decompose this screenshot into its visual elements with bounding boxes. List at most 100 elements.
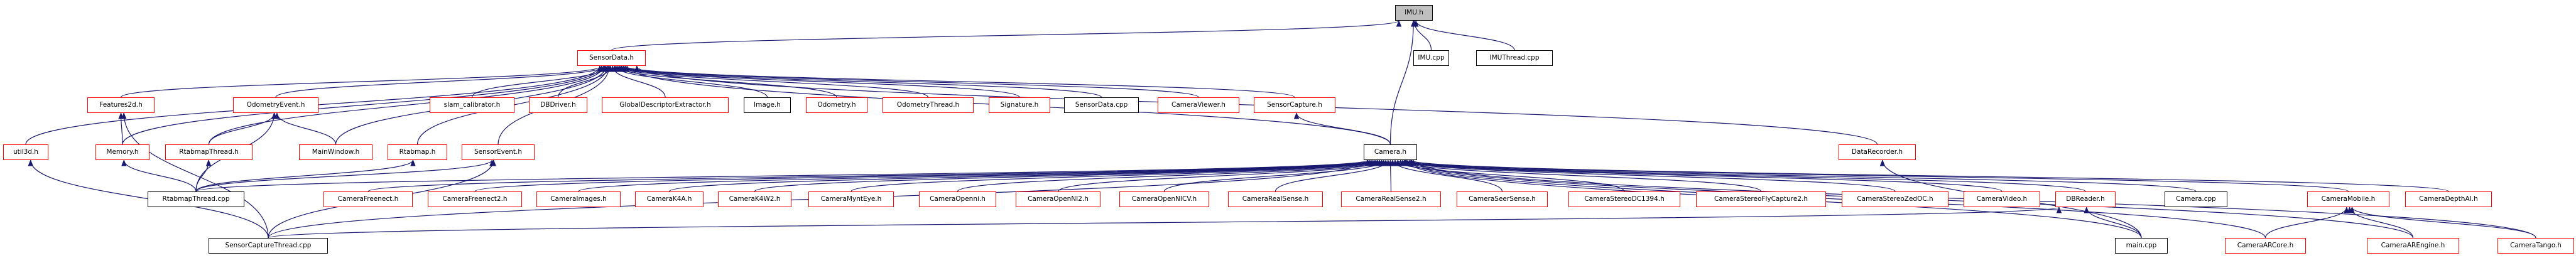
node-label: CameraFreenect.h [337, 195, 399, 203]
edge-cameramynteye-h-to-camera-h [851, 159, 1383, 192]
node-odometryevent-h[interactable]: OdometryEvent.h [233, 97, 318, 113]
node-label: MainWindow.h [312, 148, 360, 156]
node-features2d-h[interactable]: Features2d.h [87, 97, 155, 113]
edge-cameraviewer-h-to-sensordata-h [621, 65, 1199, 98]
node-camerastereozedoc-h[interactable]: CameraStereoZedOC.h [1842, 191, 1948, 207]
edge-cameravideo-h-to-camera-h [1400, 159, 2003, 192]
node-sensordata-cpp[interactable]: SensorData.cpp [1064, 97, 1139, 113]
node-label: OdometryThread.h [896, 101, 960, 109]
edge-imuthread-cpp-to-imu-h [1413, 19, 1515, 51]
node-label: CameraAREngine.h [2381, 242, 2445, 249]
node-label: slam_calibrator.h [443, 101, 501, 109]
node-datarecorder-h[interactable]: DataRecorder.h [1839, 144, 1916, 160]
edge-signature-h-to-sensordata-h [617, 65, 1020, 98]
node-imu-h: IMU.h [1395, 5, 1433, 21]
node-label: RtabmapThread.h [179, 148, 239, 156]
node-signature-h[interactable]: Signature.h [989, 97, 1050, 113]
node-label: CameraK4A.h [646, 195, 692, 203]
node-label: DBReader.h [2066, 195, 2105, 203]
node-label: Camera.cpp [2176, 195, 2216, 203]
node-cameraarengine-h[interactable]: CameraAREngine.h [2367, 238, 2459, 254]
edge-cameraopenni2-h-to-camera-h [1057, 159, 1387, 192]
node-dbdriver-h[interactable]: DBDriver.h [529, 97, 587, 113]
node-rtabmapthread-h[interactable]: RtabmapThread.h [165, 144, 253, 160]
node-imu-cpp[interactable]: IMU.cpp [1413, 50, 1449, 66]
node-label: SensorData.cpp [1075, 101, 1128, 109]
node-cameraseersense-h[interactable]: CameraSeerSense.h [1457, 191, 1548, 207]
edge-cameraopenni-h-to-camera-h [957, 159, 1384, 192]
node-rtabmap-h[interactable]: Rtabmap.h [388, 144, 447, 160]
node-cameramobile-h[interactable]: CameraMobile.h [2307, 191, 2389, 207]
node-cameraopenni-h[interactable]: CameraOpenni.h [919, 191, 996, 207]
node-label: Rtabmap.h [399, 148, 436, 156]
node-sensordata-h[interactable]: SensorData.h [577, 50, 646, 66]
node-cameraviewer-h[interactable]: CameraViewer.h [1158, 97, 1239, 113]
edge-camerastereozedoc-h-to-camera-h [1398, 159, 1896, 192]
node-label: OdometryEvent.h [246, 101, 305, 109]
node-memory-h[interactable]: Memory.h [95, 144, 149, 160]
node-sensorevent-h[interactable]: SensorEvent.h [462, 144, 535, 160]
node-label: Features2d.h [99, 101, 143, 109]
node-label: CameraOpenni.h [930, 195, 986, 203]
node-camerarealsense2-h[interactable]: CameraRealSense2.h [1341, 191, 1441, 207]
node-camerarealsense-h[interactable]: CameraRealSense.h [1228, 191, 1323, 207]
edge-cameramobile-h-to-camera-h [1407, 159, 2349, 192]
node-cameramynteye-h[interactable]: CameraMyntEye.h [808, 191, 894, 207]
node-label: main.cpp [2126, 242, 2157, 249]
node-label: CameraViewer.h [1171, 101, 1226, 109]
edge-features2d-h-to-sensordata-h [120, 65, 604, 98]
edge-camera-h-to-sensorcapture-h [1293, 112, 1391, 145]
edge-sensorcapture-h-to-sensordata-h [622, 65, 1295, 98]
node-label: DBDriver.h [540, 101, 576, 109]
edge-camerak4w2-h-to-camera-h [754, 159, 1381, 192]
node-camera-cpp[interactable]: Camera.cpp [2165, 191, 2227, 207]
node-cameraimages-h[interactable]: CameraImages.h [536, 191, 621, 207]
node-cameravideo-h[interactable]: CameraVideo.h [1964, 191, 2040, 207]
node-camerafreenect-h[interactable]: CameraFreenect.h [323, 191, 413, 207]
node-camerafreenect2-h[interactable]: CameraFreenect2.h [428, 191, 522, 207]
node-label: CameraARCore.h [2237, 242, 2294, 249]
node-dbreader-h[interactable]: DBReader.h [2055, 191, 2116, 207]
node-sensorcapturethread-cpp[interactable]: SensorCaptureThread.cpp [209, 238, 328, 254]
node-cameratango-h[interactable]: CameraTango.h [2497, 238, 2574, 254]
node-cameraarcore-h[interactable]: CameraARCore.h [2225, 238, 2306, 254]
node-label: CameraStereoDC1394.h [1584, 195, 1665, 203]
edge-rtabmapthread-cpp-to-rtabmapthread-h [195, 159, 212, 192]
node-label: CameraSeerSense.h [1469, 195, 1536, 203]
edge-cameraarcore-h-to-camera-h [1405, 159, 2266, 239]
edge-cameraopennicv-h-to-camera-h [1163, 159, 1389, 192]
node-imuthread-cpp[interactable]: IMUThread.cpp [1476, 50, 1553, 66]
node-odometry-h[interactable]: Odometry.h [806, 97, 867, 113]
node-odometrythread-h[interactable]: OdometryThread.h [883, 97, 974, 113]
node-camerak4w2-h[interactable]: CameraK4W2.h [718, 191, 791, 207]
node-label: DataRecorder.h [1851, 148, 1903, 156]
node-cameraopennicv-h[interactable]: CameraOpenNICV.h [1119, 191, 1209, 207]
node-label: CameraOpenNICV.h [1131, 195, 1197, 203]
edge-main-cpp-to-dbreader-h [2084, 206, 2142, 239]
edge-sensorcapturethread-cpp-to-features2d-h [121, 112, 269, 239]
node-label: CameraMyntEye.h [820, 195, 882, 203]
node-cameradepthai-h[interactable]: CameraDepthAI.h [2405, 191, 2492, 207]
node-slam-calibrator-h[interactable]: slam_calibrator.h [430, 97, 514, 113]
node-label: IMU.cpp [1418, 54, 1445, 62]
node-camerastereodc1394-h[interactable]: CameraStereoDC1394.h [1568, 191, 1680, 207]
edge-rtabmapthread-h-to-sensordata-h [208, 65, 606, 145]
node-main-cpp[interactable]: main.cpp [2115, 238, 2168, 254]
node-image-h[interactable]: Image.h [744, 97, 791, 113]
node-camerastereoflycapture2-h[interactable]: CameraStereoFlyCapture2.h [1696, 191, 1826, 207]
node-label: CameraOpenNI2.h [1028, 195, 1089, 203]
node-globaldescriptorextractor-h[interactable]: GlobalDescriptorExtractor.h [602, 97, 729, 113]
node-label: util3d.h [13, 148, 38, 156]
node-cameraopenni2-h[interactable]: CameraOpenNI2.h [1016, 191, 1101, 207]
edge-cameraimages-h-to-camera-h [578, 159, 1377, 192]
node-label: Memory.h [106, 148, 139, 156]
node-label: CameraImages.h [550, 195, 607, 203]
node-camera-h[interactable]: Camera.h [1364, 144, 1417, 160]
edge-sensorcapturethread-cpp-to-dbreader-h [268, 206, 2062, 239]
node-mainwindow-h[interactable]: MainWindow.h [299, 144, 372, 160]
node-label: CameraMobile.h [2321, 195, 2376, 203]
node-rtabmapthread-cpp[interactable]: RtabmapThread.cpp [148, 191, 244, 207]
node-camerak4a-h[interactable]: CameraK4A.h [635, 191, 704, 207]
node-sensorcapture-h[interactable]: SensorCapture.h [1254, 97, 1335, 113]
node-util3d-h[interactable]: util3d.h [3, 144, 48, 160]
